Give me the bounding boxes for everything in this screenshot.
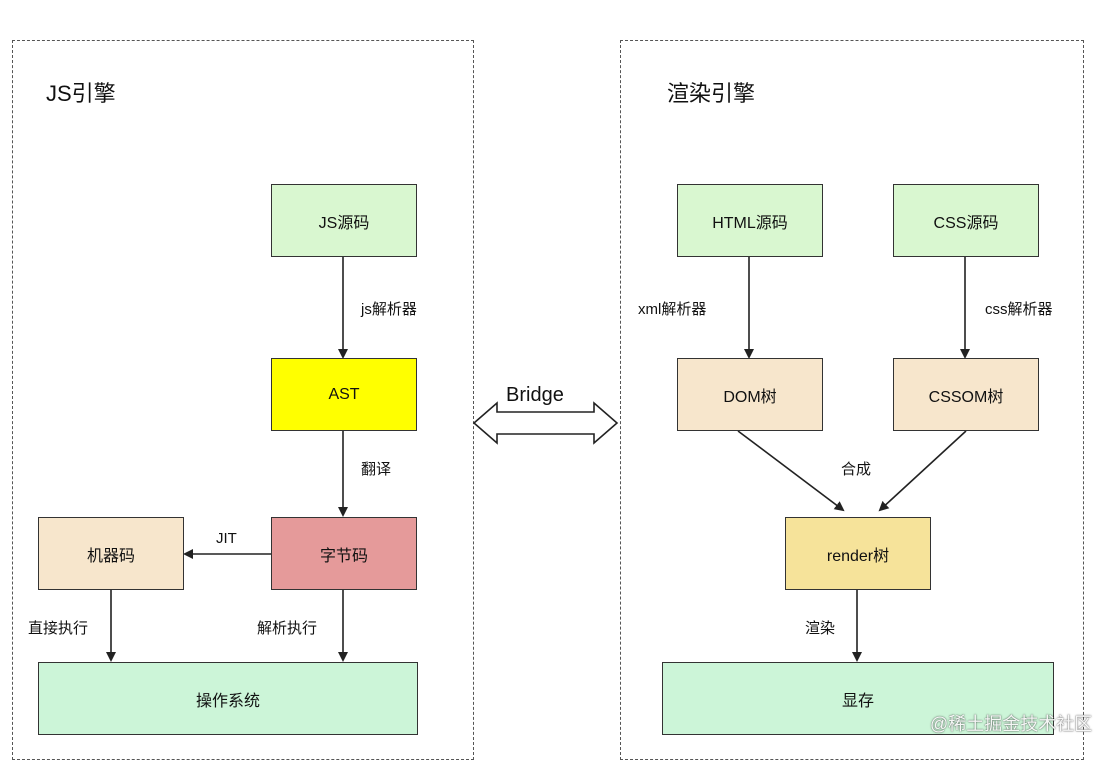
edge-label-compose: 合成	[841, 461, 872, 478]
edge-label-render: 渲染	[805, 620, 836, 637]
edge-label-js-parser: js解析器	[361, 301, 417, 318]
node-bytecode: 字节码	[271, 517, 417, 590]
edge-label-xml-parser: xml解析器	[638, 301, 707, 318]
node-dom-tree: DOM树	[677, 358, 823, 431]
edge-label-translate: 翻译	[361, 461, 392, 478]
node-html-source: HTML源码	[677, 184, 823, 257]
edge-label-jit: JIT	[216, 530, 237, 547]
render-engine-title: 渲染引擎	[667, 81, 756, 106]
watermark-text: @稀土掘金技术社区	[930, 714, 1093, 734]
node-js-source: JS源码	[271, 184, 417, 257]
bridge-double-arrow	[472, 401, 619, 445]
node-ast: AST	[271, 358, 417, 431]
edge-label-direct-exec: 直接执行	[28, 620, 89, 637]
node-render-tree: render树	[785, 517, 931, 590]
js-engine-title: JS引擎	[46, 81, 116, 106]
node-video-memory: 显存	[662, 662, 1054, 735]
node-operating-system: 操作系统	[38, 662, 418, 735]
node-machine-code: 机器码	[38, 517, 184, 590]
edge-label-parse-exec: 解析执行	[257, 620, 318, 637]
bridge-label: Bridge	[506, 384, 564, 406]
node-cssom-tree: CSSOM树	[893, 358, 1039, 431]
edge-label-css-parser: css解析器	[985, 301, 1053, 318]
node-css-source: CSS源码	[893, 184, 1039, 257]
